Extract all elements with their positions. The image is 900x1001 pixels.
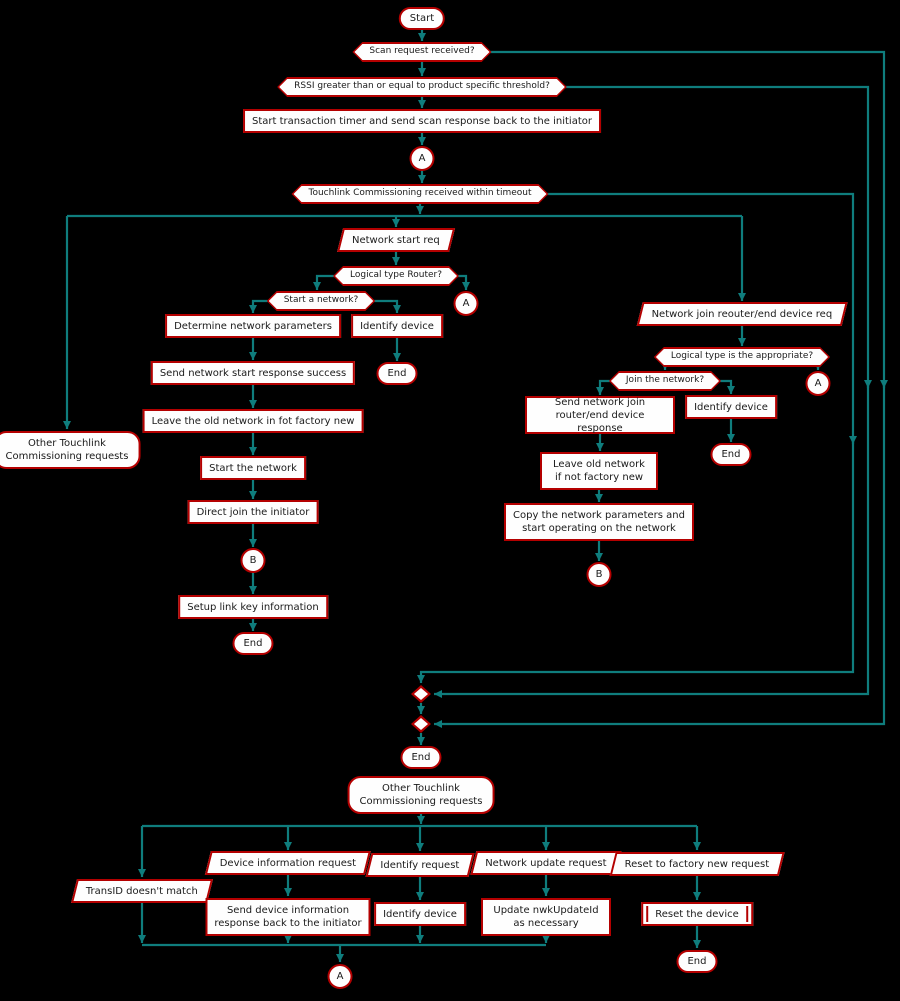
decision-rssi-threshold: RSSI greater than or equal to product sp… [277, 77, 567, 97]
end-terminator-bottom: End [676, 950, 718, 973]
connector-b-2: B [586, 562, 612, 587]
process-send-network-start-response: Send network start response success [150, 361, 356, 385]
io-transid-doesnt-match: TransID doesn't match [71, 879, 213, 903]
decision-scan-request-received: Scan request received? [352, 42, 491, 62]
decision-logical-type-appropriate: Logical type is the appropriate? [654, 347, 830, 367]
io-network-join-router-req: Network join reouter/end device req [636, 302, 848, 326]
process-start-the-network: Start the network [200, 456, 306, 480]
decision-start-a-network: Start a network? [267, 291, 376, 311]
io-device-information-request: Device information request [204, 851, 372, 875]
end-terminator-mid: End [376, 362, 418, 385]
decision-logical-type-router: Logical type Router? [333, 266, 459, 286]
io-identify-request: Identify request [365, 853, 475, 877]
connector-a-4: A [327, 964, 353, 989]
connector-a-1: A [409, 146, 435, 171]
process-send-device-information-response: Send device information response back to… [205, 898, 371, 936]
decision-touchlink-commissioning-timeout: Touchlink Commissioning received within … [292, 184, 549, 204]
process-update-nwkupdateid: Update nwkUpdateId as necessary [481, 898, 611, 936]
connector-b-1: B [240, 548, 266, 573]
start-terminator: Start [398, 7, 446, 30]
process-determine-network-parameters: Determine network parameters [165, 314, 341, 338]
process-identify-device-bottom: Identify device [374, 902, 466, 926]
connector-a-3: A [805, 371, 831, 396]
process-setup-link-key: Setup link key information [178, 595, 328, 619]
decision-join-the-network: Join the network? [609, 371, 721, 391]
process-direct-join-initiator: Direct join the initiator [187, 500, 319, 524]
io-reset-to-factory-new-request: Reset to factory new request [609, 852, 785, 876]
terminator-other-touchlink-requests-bottom: Other Touchlink Commissioning requests [347, 776, 495, 814]
process-start-transaction-timer: Start transaction timer and send scan re… [243, 109, 601, 133]
io-network-update-request: Network update request [470, 851, 622, 875]
process-leave-old-network-right: Leave old network if not factory new [540, 452, 658, 490]
io-network-start-req: Network start req [337, 228, 455, 252]
process-send-network-join-response: Send network join router/end device resp… [525, 396, 675, 434]
end-terminator-left: End [232, 632, 274, 655]
process-copy-network-parameters: Copy the network parameters and start op… [504, 503, 694, 541]
process-identify-device-right: Identify device [685, 395, 777, 419]
terminator-other-touchlink-requests-left: Other Touchlink Commissioning requests [0, 431, 141, 469]
process-identify-device-mid: Identify device [351, 314, 443, 338]
merge-diamond-1 [411, 685, 431, 703]
end-terminator-center: End [400, 746, 442, 769]
process-leave-old-network-left: Leave the old network in fot factory new [142, 409, 364, 433]
merge-diamond-2 [411, 715, 431, 733]
process-reset-the-device: Reset the device [641, 902, 753, 926]
end-terminator-right: End [710, 443, 752, 466]
connector-a-2: A [453, 291, 479, 316]
